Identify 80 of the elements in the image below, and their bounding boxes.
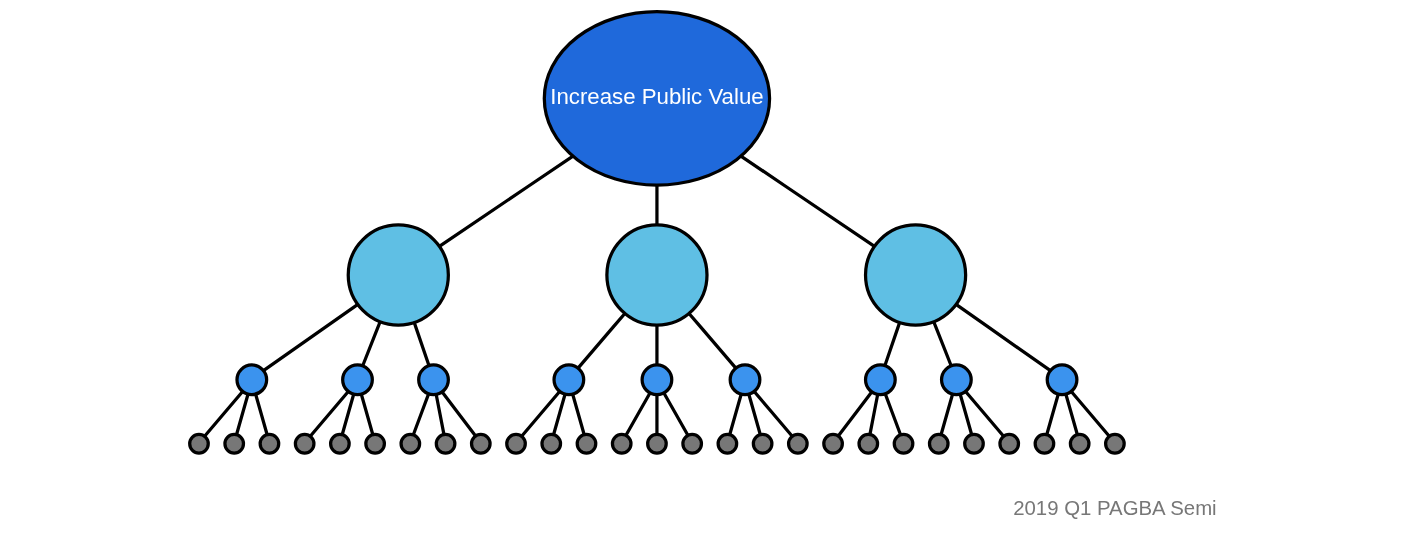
connector (235, 393, 250, 435)
connector (868, 394, 880, 435)
node-circle (939, 363, 973, 397)
connector (203, 390, 244, 438)
node-circle (329, 432, 351, 455)
node-circle (341, 363, 374, 397)
connector (438, 155, 574, 248)
connector (939, 393, 955, 435)
connector (740, 155, 876, 248)
node-circle (575, 432, 598, 455)
node-circle (258, 432, 281, 455)
connector (440, 391, 477, 437)
node-circle (552, 363, 586, 397)
node-circle (364, 432, 386, 455)
node-circle (469, 432, 492, 455)
connector (412, 322, 431, 366)
connector (340, 393, 356, 435)
connector (964, 390, 1005, 438)
connector (655, 394, 659, 435)
node-circle (293, 432, 316, 455)
node-circle (1033, 432, 1056, 455)
connector (309, 390, 350, 438)
connector (359, 393, 375, 435)
label: 2019 Q1 PAGBA Semi (1013, 496, 1217, 519)
connector (254, 393, 269, 435)
connector (361, 321, 382, 367)
connector (571, 393, 586, 435)
node-circle (716, 432, 739, 455)
node-circle (728, 363, 762, 397)
connector (655, 185, 659, 225)
connector (752, 390, 794, 438)
node-circle (640, 363, 674, 397)
connector (747, 393, 762, 435)
node-circle (1068, 432, 1091, 455)
connector (662, 392, 690, 437)
node-circle (681, 432, 704, 455)
node-circle (892, 432, 915, 455)
node-circle (434, 432, 457, 455)
connector (932, 321, 953, 367)
node-circle (751, 432, 774, 455)
connector (434, 394, 446, 435)
connector (958, 393, 974, 435)
node-ellipse: Increase Public Value (542, 10, 772, 187)
connector (883, 393, 903, 436)
node-circle (998, 432, 1021, 455)
node-circle (863, 363, 897, 397)
connector (655, 325, 659, 365)
connector (955, 303, 1051, 372)
node-circle (188, 432, 210, 455)
node-circle (1104, 432, 1126, 455)
connector (1070, 390, 1111, 438)
connector (1064, 393, 1079, 435)
node-circle (417, 363, 450, 397)
node-circle (963, 432, 985, 455)
node-circle (927, 432, 950, 455)
connector (520, 390, 561, 438)
node-circle (1045, 363, 1079, 397)
node-circle (857, 432, 880, 455)
connector (262, 303, 359, 372)
connector (883, 322, 902, 366)
connector (1045, 393, 1060, 435)
connector (624, 392, 652, 437)
node-circle (223, 432, 246, 455)
node-circle (399, 432, 422, 455)
connector (837, 391, 873, 437)
node-circle (786, 432, 809, 455)
connector (728, 393, 743, 435)
node-circle (610, 432, 633, 455)
connector (688, 312, 737, 369)
connector (552, 393, 567, 435)
node-circle (863, 223, 968, 327)
node-circle (235, 363, 269, 397)
connector (411, 393, 431, 436)
node-circle (822, 432, 844, 455)
node-circle (505, 432, 527, 455)
node-circle (646, 432, 668, 455)
node-circle (346, 223, 450, 327)
node-circle (605, 223, 709, 327)
node-circle (540, 432, 563, 455)
connector (577, 312, 626, 369)
